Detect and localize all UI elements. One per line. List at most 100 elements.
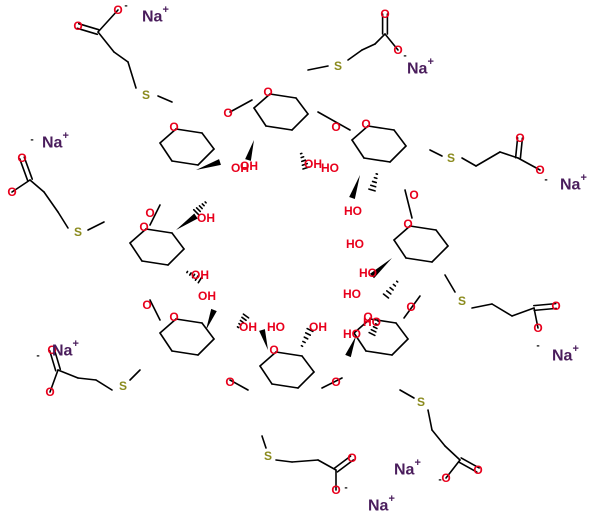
oxygen-atom: O xyxy=(406,300,415,314)
bond xyxy=(262,436,266,448)
hydroxyl-group: HO xyxy=(343,327,361,341)
bond xyxy=(445,446,460,460)
oxygen-atom: O xyxy=(73,19,82,33)
hydroxyl-group: OH xyxy=(239,320,257,334)
bond xyxy=(202,133,214,149)
bond xyxy=(375,34,385,44)
bond xyxy=(432,246,448,262)
bond xyxy=(254,108,266,126)
bond xyxy=(406,258,432,262)
oxygen-atom: O xyxy=(142,298,151,312)
bond xyxy=(292,460,318,462)
sulfur-atom: S xyxy=(119,379,127,393)
positive-charge: + xyxy=(427,56,433,68)
bond xyxy=(394,240,406,258)
negative-charge: - xyxy=(36,351,39,362)
bond xyxy=(302,356,314,372)
bond xyxy=(348,50,362,60)
hydroxyl-group: HO xyxy=(363,315,381,329)
bond xyxy=(128,62,136,88)
bond xyxy=(366,351,392,355)
bond xyxy=(30,180,44,192)
bond xyxy=(400,390,414,398)
negative-charge: - xyxy=(438,475,441,486)
bond xyxy=(276,352,302,356)
hash-bond xyxy=(205,202,206,203)
bond xyxy=(160,143,172,161)
hash-bond xyxy=(369,189,375,191)
bond xyxy=(410,226,436,230)
positive-charge: + xyxy=(580,172,586,184)
sodium-ion: Na+ xyxy=(407,56,434,78)
hash-bond xyxy=(304,337,307,339)
wedge-bond xyxy=(196,159,221,170)
hydroxyl-group: HO xyxy=(343,287,361,301)
hash-bond xyxy=(371,185,376,186)
hash-bond xyxy=(373,181,377,182)
hash-bond xyxy=(202,204,204,206)
positive-charge: + xyxy=(72,338,78,350)
hash-bond xyxy=(387,291,391,294)
sodium-ion: Na+ xyxy=(552,343,579,365)
positive-charge: + xyxy=(162,4,168,16)
bond xyxy=(96,380,112,390)
glycosidic-bond xyxy=(230,100,252,112)
sulfur-atom: S xyxy=(334,59,342,73)
oxygen-atom: O xyxy=(380,7,389,21)
oxygen-atom: O xyxy=(139,220,148,234)
bond xyxy=(78,378,96,380)
bond xyxy=(394,130,406,146)
bond xyxy=(476,152,500,166)
bond xyxy=(88,222,104,230)
wedge-bond xyxy=(206,309,217,330)
bond xyxy=(158,96,172,102)
bond xyxy=(445,275,455,292)
oxygen-atom: O xyxy=(473,463,482,477)
hash-bond xyxy=(301,346,302,347)
bond xyxy=(58,212,68,228)
oxygen-atom: O xyxy=(169,120,178,134)
wedge-bond xyxy=(349,175,360,199)
hydroxyl-group: HO xyxy=(346,237,364,251)
bond xyxy=(172,161,198,165)
positive-charge: + xyxy=(62,130,68,142)
hydroxyl-group: OH xyxy=(191,268,209,282)
bond xyxy=(176,319,202,323)
hydroxyl-group: OH xyxy=(231,161,249,175)
oxygen-atom: O xyxy=(409,188,418,202)
sulfur-atom: S xyxy=(142,88,150,102)
bond xyxy=(276,460,292,462)
hydroxyl-group: HO xyxy=(359,266,377,280)
hydroxyl-group: HO xyxy=(344,204,362,218)
hydroxyl-group: HO xyxy=(267,320,285,334)
oxygen-atom: O xyxy=(331,120,340,134)
sulfur-atom: S xyxy=(458,294,466,308)
bond xyxy=(352,140,364,158)
bond xyxy=(146,229,172,233)
negative-charge: - xyxy=(536,341,539,352)
negative-charge: - xyxy=(344,483,347,494)
bond xyxy=(58,370,78,378)
hash-bond xyxy=(303,341,305,342)
hash-bond xyxy=(374,178,376,179)
bond xyxy=(270,94,296,98)
hydroxyl-group: HO xyxy=(321,161,339,175)
oxygen-atom: O xyxy=(403,217,412,231)
bond xyxy=(198,149,214,165)
hydroxyl-group: OH xyxy=(198,289,216,303)
bond xyxy=(472,304,492,308)
wedge-bond xyxy=(176,214,198,230)
bond xyxy=(292,114,308,130)
hash-bond xyxy=(199,206,202,209)
hydroxyl-group: OH xyxy=(304,157,322,171)
bond xyxy=(368,126,394,130)
hydroxyl-group: OH xyxy=(197,211,215,225)
bond xyxy=(318,460,336,470)
oxygen-atom: O xyxy=(331,375,340,389)
sodium-ion: Na+ xyxy=(42,130,69,152)
oxygen-atom: O xyxy=(269,343,278,357)
positive-charge: + xyxy=(388,493,394,505)
sulfur-atom: S xyxy=(74,225,82,239)
